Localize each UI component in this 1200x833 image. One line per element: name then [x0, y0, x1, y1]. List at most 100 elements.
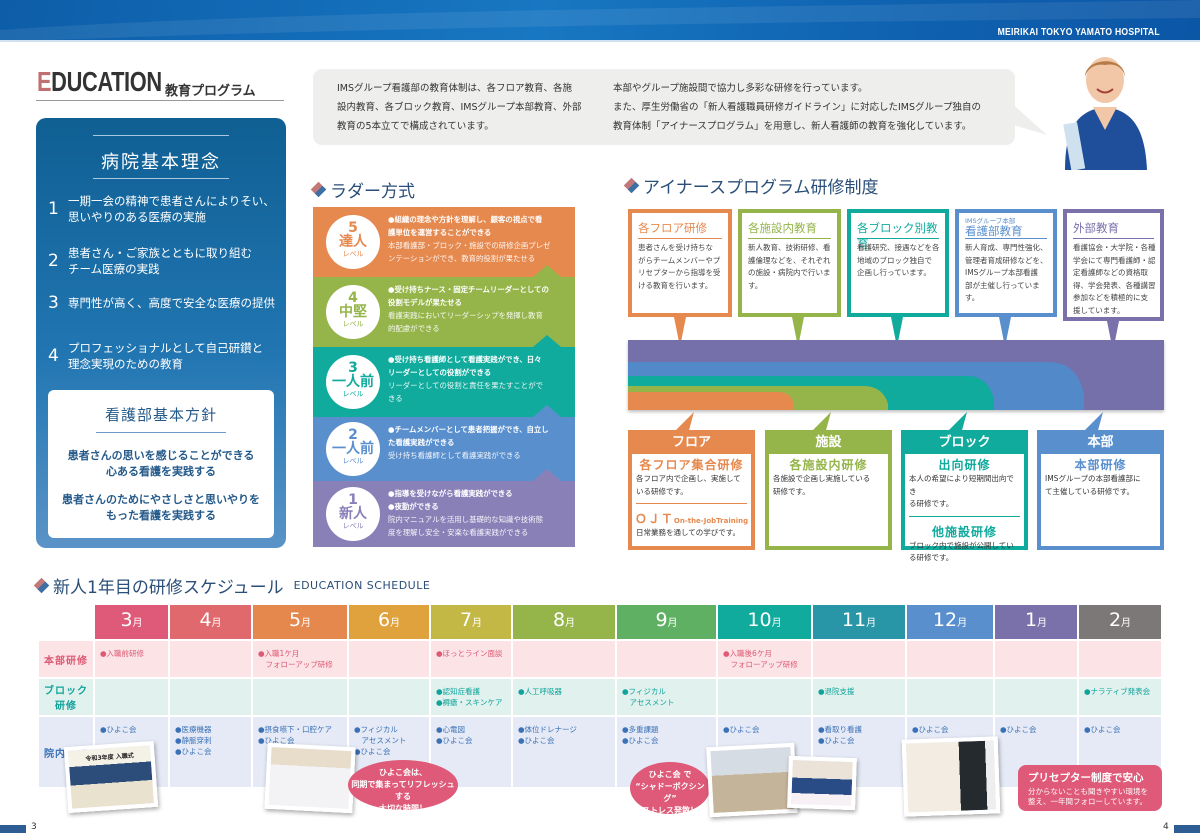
- month-header: 11月: [811, 603, 907, 641]
- page-subtitle: 教育プログラム: [165, 84, 256, 99]
- divider: [1073, 238, 1154, 239]
- shadow-boxing-photo: [706, 742, 798, 818]
- program-flow-band: [628, 340, 1164, 410]
- schedule-cell: [511, 639, 617, 679]
- preceptor-text: 分からないことも聞きやすい環境を整え、一年間フォローしています。: [1028, 787, 1148, 806]
- training-category-box: ブロック出向研修本人の希望により短期間出向できる研修です。他施設研修ブロック内で…: [901, 412, 1028, 562]
- divider: [965, 238, 1047, 239]
- card-pointer: [792, 317, 804, 347]
- section-text: 本人の希望により短期間出向できる研修です。: [909, 474, 1014, 508]
- schedule-cell: ●ナラティブ発表会: [1077, 677, 1163, 717]
- card-pretitle: IMSグループ本部: [965, 217, 1016, 225]
- box-header: ブロック: [905, 434, 1024, 454]
- schedule-cell: [905, 677, 995, 717]
- step-arrow: [533, 265, 561, 277]
- shadow-boxing-bubble: ひよこ会 で“シャドーボクシング”ストレス発散！: [630, 762, 710, 815]
- policy-item-1: 患者さんの思いを感じることができる心ある看護を実践する: [67, 449, 255, 478]
- card-text: 看護協会・大学院・各種学会にて専門看護師・認定看護師などの資格取得、学会発表、各…: [1073, 243, 1156, 315]
- schedule-cell: [347, 677, 431, 717]
- schedule-cell: [347, 639, 431, 679]
- item-text: 専門性が高く、高度で安全な医療の提供: [68, 296, 275, 310]
- card-text: 看護研究、接遇などを各地域のブロック独自で企画し行っています。: [857, 243, 940, 277]
- policy-item-2: 患者さんのためにやさしさと思いやりをもった看護を実践する: [62, 493, 260, 522]
- month-header: 5月: [251, 603, 349, 641]
- box-header: フロア: [632, 434, 751, 454]
- month-header: 8月: [511, 603, 617, 641]
- schedule-cell: ●医療機器●静脈穿刺●ひよこ会: [168, 715, 253, 789]
- section-title: 出向研修: [938, 458, 991, 472]
- month-header: 2月: [1077, 603, 1163, 641]
- divider: [748, 238, 831, 239]
- box-header: 施設: [769, 434, 888, 454]
- divider: [638, 238, 722, 239]
- month-header: 7月: [429, 603, 513, 641]
- month-header: 10月: [716, 603, 813, 641]
- schedule-title-en: EDUCATION SCHEDULE: [293, 579, 431, 592]
- page-marker-right: [1174, 825, 1200, 833]
- month-header: 4月: [168, 603, 253, 641]
- schedule-cell: [811, 639, 907, 679]
- diamond-icon: [310, 181, 327, 198]
- ainurse-heading: アイナースプログラム研修制度: [623, 173, 878, 198]
- schedule-title: 新人1年目の研修スケジュール: [53, 578, 284, 598]
- step-arrow: [533, 469, 561, 481]
- diamond-icon: [33, 577, 50, 594]
- title-rest: DUCATION: [51, 66, 162, 97]
- program-card: 外部教育 看護協会・大学院・各種学会にて専門看護師・認定看護師などの資格取得、学…: [1063, 209, 1164, 351]
- band-floor: [628, 392, 794, 410]
- ladder-title: ラダー方式: [330, 182, 415, 202]
- policy-title: 看護部基本方針: [104, 406, 217, 424]
- level-description: ●受け持ち看護師として看護実践ができ、日々リーダーとしての役割ができるリーダーと…: [388, 355, 543, 403]
- schedule-cell: ●退院支援: [811, 677, 907, 717]
- section-text: 日常業務を通しての学びです。: [636, 528, 741, 537]
- intro-text-left: IMSグループ看護部の教育体制は、各フロア教育、各施設内教育、各ブロック教育、I…: [337, 83, 582, 132]
- schedule-cell: ●フィジカル アセスメント: [615, 677, 718, 717]
- schedule-cell: [168, 677, 253, 717]
- row-label: 本部研修: [37, 639, 95, 679]
- program-card: 各ブロック別教育 看護研究、接遇などを各地域のブロック独自で企画し行っています。: [847, 209, 949, 347]
- schedule-cell: ●入職前研修: [93, 639, 170, 679]
- ladder-heading: ラダー方式: [310, 177, 415, 202]
- schedule-cell: [993, 639, 1079, 679]
- card-pointer: [999, 317, 1011, 347]
- hiyoko-speech-bubble: ひよこ会は、同期で集まってリフレッシュする大切な時間！: [348, 760, 458, 813]
- section-title: ＯＪＴOn-the-JobTraining: [634, 512, 749, 526]
- card-title: 各施設内教育: [748, 221, 817, 235]
- group-meeting-photo: [787, 755, 857, 811]
- divider: [93, 135, 229, 136]
- box-pointer: [1081, 412, 1103, 434]
- schedule-cell: [168, 639, 253, 679]
- item-text: 一期一会の精神で患者さんによりそい、思いやりのある医療の実施: [68, 194, 275, 224]
- schedule-cell: ●看取り看護●ひよこ会: [811, 715, 907, 789]
- card-title: 看護部教育: [965, 224, 1023, 238]
- item-number: 2: [48, 251, 59, 271]
- section-text: IMSグループの本部看護部にて主催している研修です。: [1045, 474, 1141, 496]
- card-pointer: [674, 317, 686, 347]
- section-title: 他施設研修: [931, 524, 997, 539]
- training-category-box: フロア各フロア集合研修各フロア内で企画し、実施している研修です。ＯＪＴOn-th…: [628, 412, 755, 550]
- schedule-heading: 新人1年目の研修スケジュール EDUCATION SCHEDULE: [33, 573, 431, 598]
- level-description: ●組織の理念や方針を理解し、顧客の視点で看護単位を運営することができる本部看護部…: [388, 215, 551, 263]
- program-card: 各施設内教育 新人教育、技術研修、看護倫理などを、それぞれの施設・病院内で行いま…: [738, 209, 841, 347]
- step-arrow: [533, 405, 561, 417]
- card-text: 新人教育、技術研修、看護倫理などを、それぞれの施設・病院内で行います。: [748, 243, 831, 290]
- page-number-right: 4: [1163, 822, 1169, 832]
- schedule-cell: [615, 639, 718, 679]
- schedule-cell: [251, 677, 349, 717]
- section-text: 各フロア内で企画し、実施している研修です。: [636, 474, 741, 496]
- head-nurse-photo: [1063, 57, 1147, 170]
- month-header: 3月: [93, 603, 170, 641]
- month-header: 1月: [993, 603, 1079, 641]
- box-header: 本部: [1041, 434, 1160, 454]
- schedule-cell: ●入職後6ケ月 フォローアップ研修: [716, 639, 813, 679]
- month-header: 6月: [347, 603, 431, 641]
